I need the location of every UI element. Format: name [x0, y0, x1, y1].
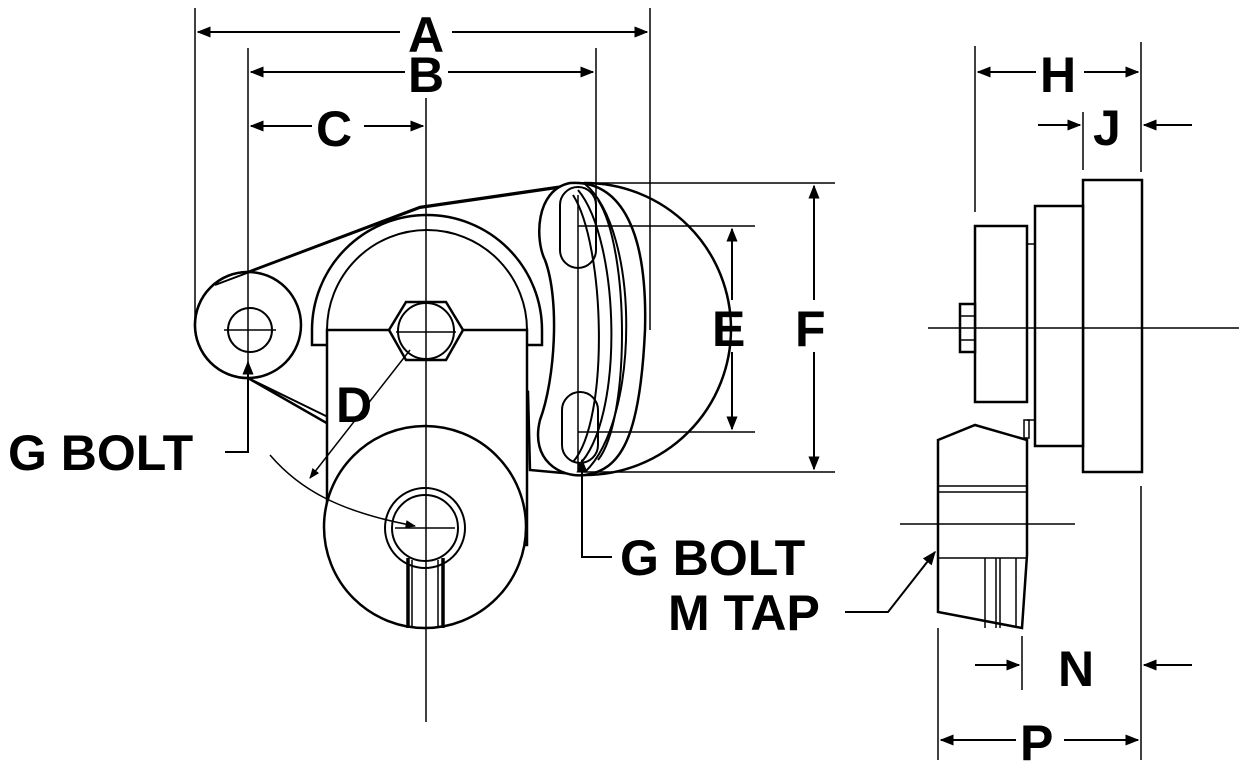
label-g-bolt-right: G BOLT: [620, 530, 805, 586]
dim-d-leader: [309, 349, 411, 479]
label-p: P: [1020, 715, 1053, 763]
side-plate-nub: [1023, 419, 1030, 439]
label-m-tap: M TAP: [668, 585, 820, 641]
ear-top-line: [214, 207, 421, 286]
side-view: H J M TAP N P: [668, 42, 1239, 763]
label-c: C: [316, 101, 352, 157]
label-n: N: [1058, 641, 1094, 697]
g-bolt-right-leader: [576, 458, 612, 558]
front-view: A B C D E F G BOLT G BOLT: [8, 7, 835, 722]
upper-slot: [559, 186, 597, 269]
lower-bore-inner: [391, 494, 459, 562]
label-f: F: [795, 301, 826, 357]
label-j: J: [1093, 100, 1121, 156]
label-a: A: [408, 7, 444, 63]
lower-housing: [322, 424, 528, 630]
label-d: D: [336, 377, 372, 433]
lower-slot: [561, 391, 599, 464]
flange-arc-3: [572, 194, 600, 463]
flange-arc-2: [577, 189, 613, 467]
dim-d-arc: [269, 454, 417, 529]
label-h: H: [1040, 47, 1076, 103]
side-plate: [973, 224, 1029, 404]
side-bearing-ring: [1081, 178, 1144, 474]
side-lower-bracket: [936, 423, 1029, 630]
m-tap-leader: [845, 550, 936, 613]
label-g-bolt-left: G BOLT: [8, 425, 193, 481]
flange-arc-4: [597, 199, 623, 461]
label-b: B: [408, 47, 444, 103]
g-bolt-left-leader: [225, 360, 254, 453]
label-e: E: [712, 301, 745, 357]
upper-housing-inner: [326, 229, 528, 331]
lower-bore-outer: [384, 487, 466, 569]
ear-bottom-line: [247, 377, 331, 419]
side-bearing-inner: [1033, 204, 1085, 448]
